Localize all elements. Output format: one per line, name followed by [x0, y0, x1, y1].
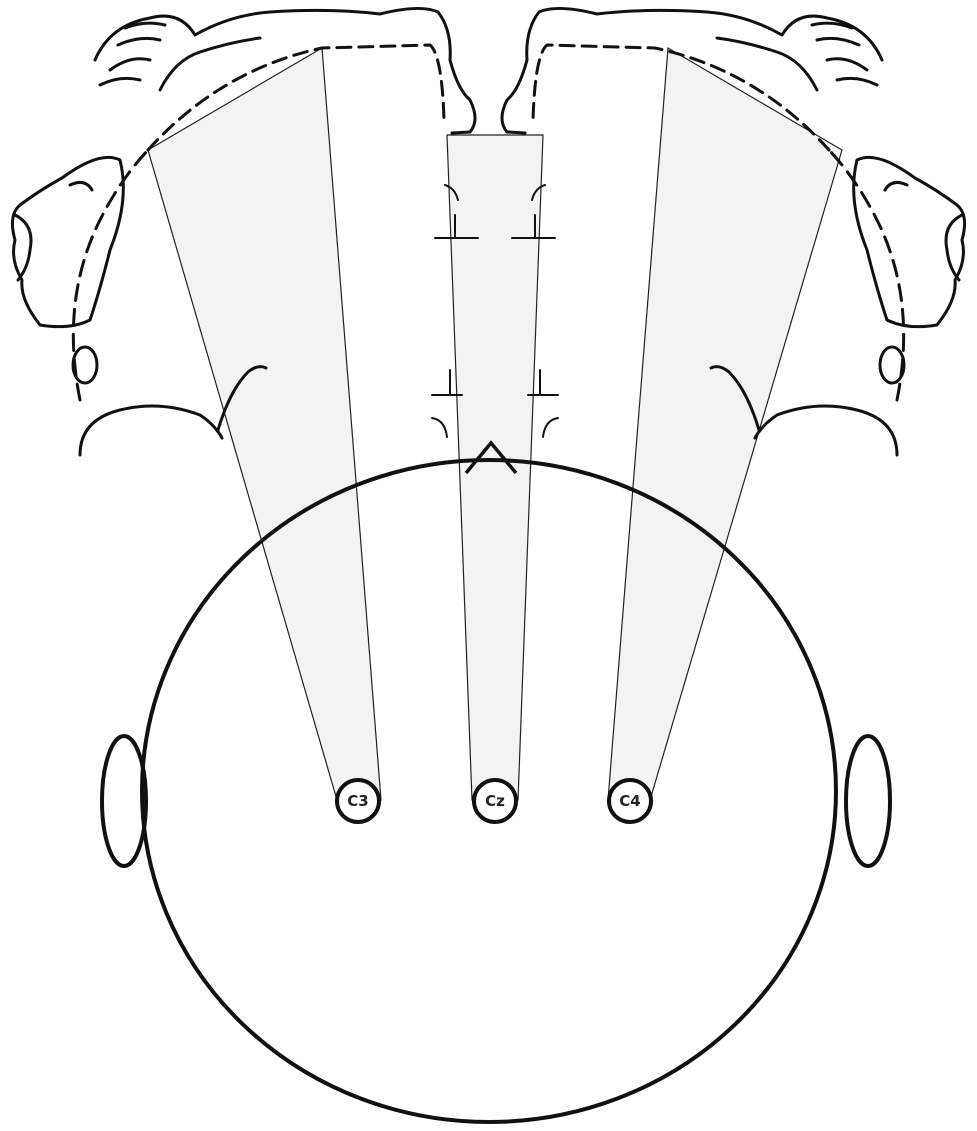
- medial-mark-left-4: [432, 418, 447, 437]
- left-ear: [102, 736, 146, 866]
- electrode-cz: Cz: [474, 780, 516, 822]
- left-face: [12, 157, 123, 326]
- right-face-eye: [885, 182, 907, 190]
- electrode-c4-label: C4: [619, 792, 640, 810]
- right-lower-body: [755, 406, 897, 455]
- medial-mark-right-4: [543, 418, 558, 437]
- electrode-c3-label: C3: [347, 792, 368, 810]
- projection-wedge-c4: [608, 48, 842, 800]
- left-cortex-inner: [73, 150, 148, 400]
- right-cortex-inner: [829, 150, 904, 400]
- right-hand-thumb: [717, 38, 817, 90]
- left-face-eye: [70, 182, 92, 190]
- right-hand-fingers: [812, 23, 877, 85]
- projection-wedge-c3: [148, 48, 381, 800]
- left-small-oval: [73, 347, 97, 383]
- right-face: [854, 157, 965, 326]
- projection-wedge-cz: [447, 135, 543, 800]
- electrode-c3: C3: [337, 780, 379, 822]
- projection-wedges: [148, 48, 842, 800]
- electrode-cz-label: Cz: [485, 792, 505, 810]
- right-ear: [846, 736, 890, 866]
- left-lower-body: [80, 406, 222, 455]
- left-hand-thumb: [160, 38, 260, 90]
- electrode-c4: C4: [609, 780, 651, 822]
- right-small-oval: [880, 347, 904, 383]
- left-hand-fingers: [100, 23, 165, 85]
